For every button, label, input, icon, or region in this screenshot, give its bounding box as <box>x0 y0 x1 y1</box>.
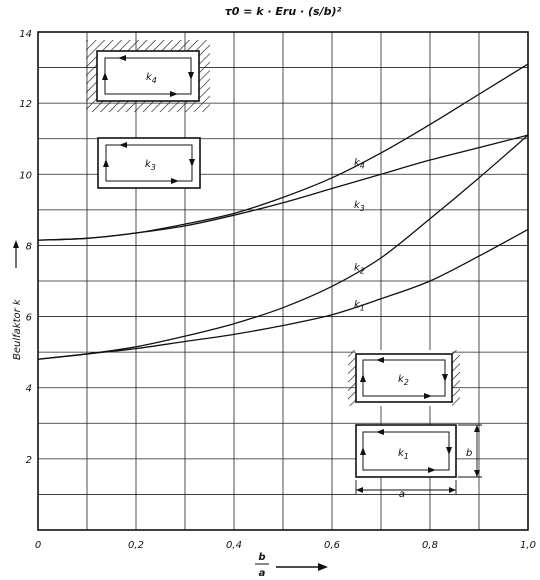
y-tick-label: 4 <box>26 384 32 395</box>
series-k3-line <box>37 134 529 241</box>
inset-k2-plate <box>355 353 453 403</box>
curves <box>37 63 529 360</box>
dim-b-arrow-bottom <box>474 470 480 477</box>
inset-k3-arrow-bottom <box>171 178 179 184</box>
inset-k3-arrow-left <box>103 159 109 167</box>
x-tick-label: 0,4 <box>226 540 242 551</box>
curve-label-k3: k3 <box>354 200 365 213</box>
plot-frame <box>37 31 529 531</box>
inset-k4-plate <box>96 50 200 102</box>
inset-k2-label-sub: 2 <box>404 378 409 387</box>
inset-k1-arrow-bottom <box>428 467 436 473</box>
inset-k1-label: k1 <box>398 448 409 461</box>
inset-k3-arrow-top <box>119 142 127 148</box>
inset-k1-label-sub: 1 <box>404 452 409 461</box>
inset-k3: k3 <box>97 137 201 189</box>
inset-k3-label-base: k <box>145 159 152 170</box>
y-tick-label: 6 <box>26 313 32 324</box>
y-tick-label: 14 <box>19 29 32 40</box>
inset-k4-label-sub: 4 <box>152 76 157 85</box>
curve-label-k2: k2 <box>354 262 365 275</box>
y-tick-label: 10 <box>19 170 32 181</box>
inset-k1-arrow-right <box>446 447 452 455</box>
inset-k4-arrow-left <box>102 72 108 80</box>
series-k2-line <box>37 134 529 360</box>
y-tick-label: 12 <box>19 99 32 110</box>
dim-a-arrow-left <box>356 487 363 493</box>
x-tick-label: 0,8 <box>422 540 438 551</box>
dim-a-label: a <box>399 489 405 500</box>
inset-k1-arrow-top <box>376 429 384 435</box>
x-tick-label: 1,0 <box>520 540 536 551</box>
inset-k1-arrow-left <box>360 447 366 455</box>
series-k1-line <box>37 228 529 360</box>
inset-k4-arrow-bottom <box>170 91 178 97</box>
curve-label-k4: k4 <box>354 157 365 170</box>
inset-k4-arrow-top <box>118 55 126 61</box>
inset-k2-label: k2 <box>398 374 409 387</box>
x-tick-label: 0 <box>35 540 41 551</box>
x-axis-label-num: b <box>258 552 265 563</box>
x-tick-label: 0,2 <box>128 540 144 551</box>
y-tick-label: 8 <box>26 241 32 252</box>
y-axis-label-text: Beulfaktor k <box>12 298 23 360</box>
x-axis-arrow-head <box>318 563 328 571</box>
inset-k3-arrow-right <box>189 159 195 167</box>
inset-k2-arrow-right <box>442 374 448 382</box>
x-axis-label-den: a <box>259 568 266 579</box>
x-tick-label: 0,6 <box>324 540 340 551</box>
inset-k4-arrow-right <box>188 72 194 80</box>
inset-k1-label-base: k <box>398 448 405 459</box>
y-axis-label: Beulfaktor k <box>12 240 23 360</box>
inset-k3-label-sub: 3 <box>151 163 156 172</box>
curve-label-k1: k1 <box>354 300 365 313</box>
dim-b-label: b <box>466 448 472 459</box>
inset-k1: k1 b a <box>355 424 482 500</box>
curve-labels: k4 k3 k2 k1 <box>354 157 365 312</box>
inset-k4-label-base: k <box>146 72 153 83</box>
x-axis-label: b a <box>255 552 328 579</box>
inset-k2-arrow-bottom <box>424 393 432 399</box>
inset-k2-arrow-top <box>376 357 384 363</box>
inset-k2: k2 <box>348 350 460 406</box>
y-tick-label: 2 <box>26 455 32 466</box>
inset-k3-plate <box>97 137 201 189</box>
inset-k4: k4 <box>86 40 210 112</box>
dim-b-arrow-top <box>474 425 480 432</box>
chart-title: τ0 = k · Eru · (s/b)² <box>225 5 342 18</box>
inset-k3-label: k3 <box>145 159 156 172</box>
inset-k1-plate <box>355 424 457 478</box>
inset-k2-arrow-left <box>360 374 366 382</box>
inset-k4-label: k4 <box>146 72 157 85</box>
y-axis-arrow-head <box>13 240 19 248</box>
inset-k2-label-base: k <box>398 374 405 385</box>
dim-a-arrow-right <box>449 487 456 493</box>
